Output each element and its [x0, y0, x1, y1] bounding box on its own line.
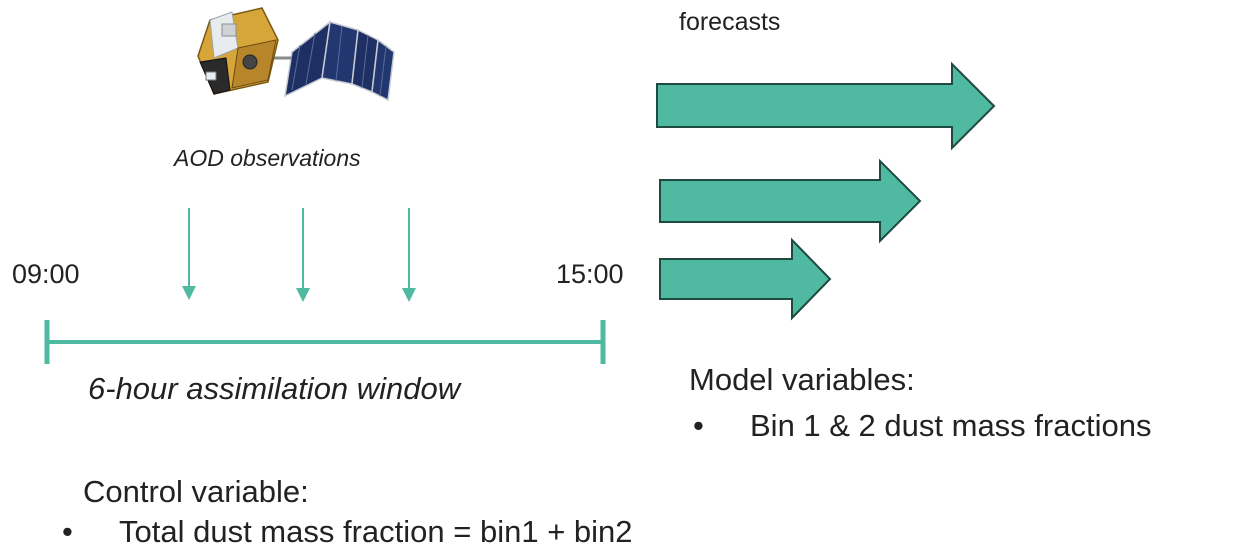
- control-variable-text: Total dust mass fraction = bin1 + bin2: [119, 514, 633, 549]
- control-variable-heading: Control variable:: [83, 474, 309, 509]
- forecasts-label: forecasts: [679, 8, 781, 36]
- aod-observations-label: AOD observations: [174, 145, 361, 171]
- control-variable-list-item: • Total dust mass fraction = bin1 + bin2: [62, 514, 633, 550]
- satellite-body: [197, 7, 279, 95]
- satellite-icon: [197, 7, 395, 102]
- model-variables-heading: Model variables:: [689, 362, 915, 397]
- model-variable-text: Bin 1 & 2 dust mass fractions: [750, 408, 1152, 443]
- solar-panel-array: [284, 20, 395, 102]
- forecast-arrow-medium: [659, 158, 922, 244]
- forecast-arrow-short: [659, 237, 832, 321]
- observation-arrowhead: [182, 286, 196, 300]
- observation-arrowhead: [402, 288, 416, 302]
- observation-arrowhead: [296, 288, 310, 302]
- forecast-arrows: [656, 61, 996, 321]
- end-time-label: 15:00: [556, 259, 624, 289]
- observation-arrows: [182, 208, 416, 302]
- start-time-label: 09:00: [12, 259, 80, 289]
- assimilation-window-bar: [44, 320, 606, 364]
- model-variables-list-item: • Bin 1 & 2 dust mass fractions: [693, 408, 1151, 444]
- forecast-arrow-long: [656, 61, 996, 151]
- bullet-icon: •: [693, 408, 704, 443]
- bullet-icon: •: [62, 514, 73, 549]
- assimilation-window-label: 6-hour assimilation window: [88, 371, 461, 406]
